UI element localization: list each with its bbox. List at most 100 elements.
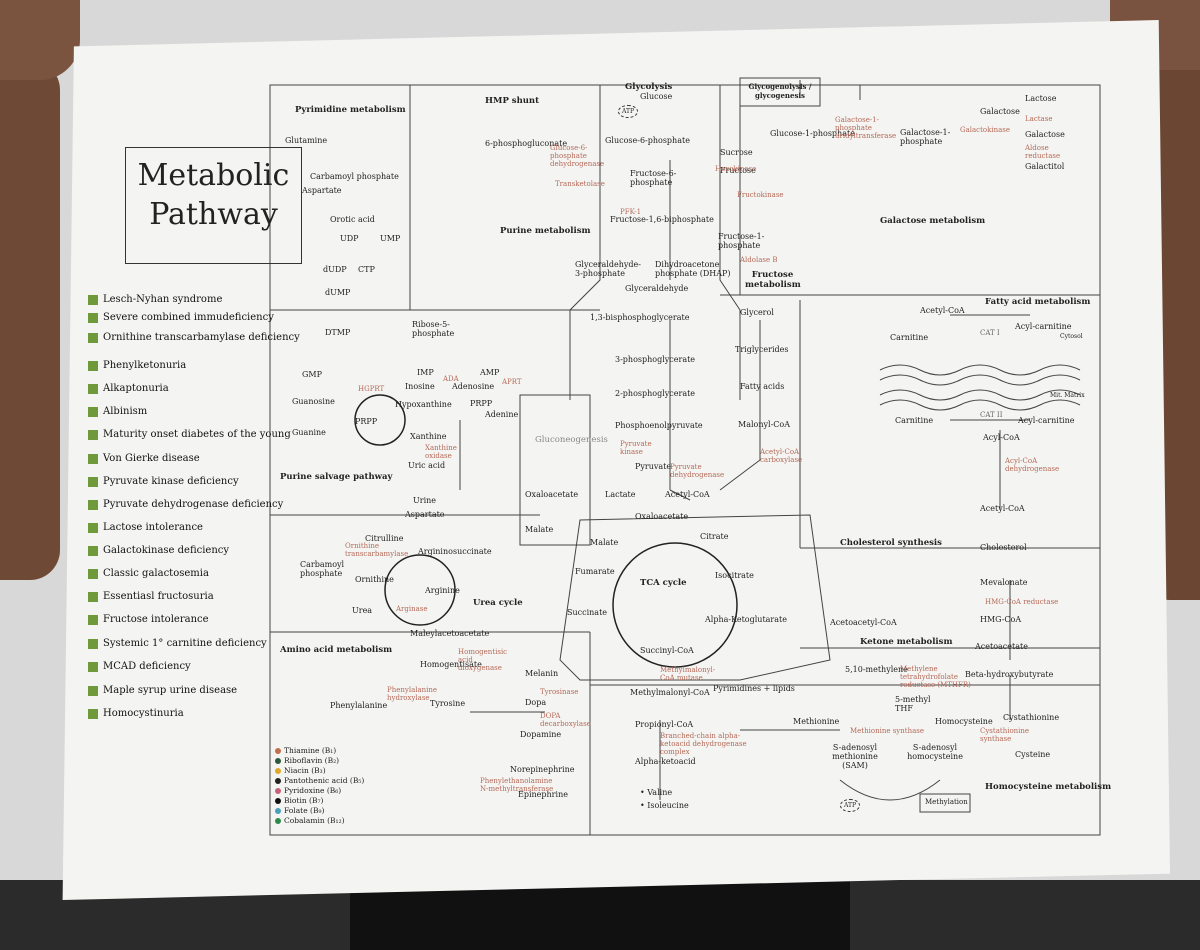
- met-tyrosine: Tyrosine: [430, 699, 466, 708]
- met-acetoacetate: Acetoacetate: [975, 642, 1028, 651]
- enz-galt: Galactose-1-phosphate uridyltransferase: [835, 116, 897, 140]
- legend-marker-icon: [88, 383, 98, 394]
- atp-icon: ATP: [618, 105, 639, 118]
- legend-item: Lesch-Nyhan syndrome: [88, 294, 222, 305]
- met-gap: Glyceraldehyde-3-phosphate: [575, 260, 641, 278]
- enz-aldose-reductase: Aldose reductase: [1025, 144, 1061, 160]
- met-uric-acid: Uric acid: [408, 461, 446, 470]
- region-purine: Purine metabolism: [500, 226, 591, 236]
- met-sam: S-adenosyl methionine (SAM): [832, 743, 878, 770]
- met-13bpg: 1,3-bisphosphoglycerate: [590, 313, 690, 322]
- legend-item: Pyruvate kinase deficiency: [88, 476, 239, 487]
- met-fumarate: Fumarate: [575, 567, 615, 576]
- enz-bckdh: Branched-chain alpha-ketoacid dehydrogen…: [660, 732, 747, 756]
- met-pyruvate: Pyruvate: [635, 462, 672, 471]
- legend-marker-icon: [88, 591, 98, 602]
- met-inosine: Inosine: [405, 382, 435, 391]
- legend-item: Maple syrup urine disease: [88, 685, 237, 696]
- enz-dopa-decarboxylase: DOPA decarboxylase: [540, 712, 591, 728]
- legend-item: Pyruvate dehydrogenase deficiency: [88, 499, 283, 510]
- met-g6p: Glucose-6-phosphate: [605, 136, 690, 145]
- met-citrate: Citrate: [700, 532, 729, 541]
- met-dudp: dUDP: [323, 265, 347, 274]
- met-lactate: Lactate: [605, 490, 636, 499]
- vitamin-item: Pantothenic acid (B₅): [275, 776, 364, 785]
- met-ornithine: Ornithine: [355, 575, 394, 584]
- legend-marker-icon: [88, 522, 98, 533]
- vitamin-dot-icon: [275, 788, 281, 794]
- met-3pg: 3-phosphoglycerate: [615, 355, 696, 364]
- legend-marker-icon: [88, 360, 98, 371]
- vitamin-dot-icon: [275, 818, 281, 824]
- enz-mthfr: Methylene tetrahydrofolate reductase (MT…: [900, 665, 971, 689]
- met-urine: Urine: [413, 496, 437, 505]
- met-dopa: Dopa: [525, 698, 547, 707]
- vitamin-dot-icon: [275, 748, 281, 754]
- enz-otc: Ornithine transcarbamylase: [345, 542, 409, 558]
- region-amino-acid: Amino acid metabolism: [280, 645, 393, 655]
- legend-marker-icon: [88, 661, 98, 672]
- region-homocysteine: Homocysteine metabolism: [985, 782, 1112, 792]
- region-ketone: Ketone metabolism: [860, 637, 953, 647]
- legend-item: Classic galactosemia: [88, 568, 209, 579]
- enz-ada: ADA: [443, 375, 459, 383]
- met-imp: IMP: [417, 368, 434, 377]
- legend-item: Maturity onset diabetes of the young: [88, 429, 291, 440]
- enz-methionine-synthase: Methionine synthase: [850, 727, 924, 735]
- enz-cat1: CAT I: [980, 329, 1000, 337]
- enz-galactokinase: Galactokinase: [960, 126, 1011, 134]
- person-legs: [350, 880, 850, 950]
- met-glyceraldehyde: Glyceraldehyde: [625, 284, 689, 293]
- region-pyrimidine: Pyrimidine metabolism: [295, 105, 406, 115]
- met-amp: AMP: [480, 368, 500, 377]
- enz-pfk: PFK-1: [620, 208, 642, 216]
- met-propionyl-coa: Propionyl-CoA: [635, 720, 694, 729]
- met-udp: UDP: [340, 234, 359, 243]
- met-adenine: Adenine: [485, 410, 519, 419]
- enz-aprt: APRT: [502, 378, 522, 386]
- met-fructose: Fructose: [720, 166, 756, 175]
- met-cysteine: Cysteine: [1015, 750, 1051, 759]
- met-homogentisate: Homogentisate: [420, 660, 482, 669]
- enz-acyl-coa-dh: Acyl-CoA dehydrogenase: [1005, 457, 1060, 473]
- legend-item: Essentiasl fructosuria: [88, 591, 214, 602]
- met-f16bp: Fructose-1,6-biphosphate: [610, 215, 714, 224]
- met-homocysteine: Homocysteine: [935, 717, 993, 726]
- met-dhap: Dihydroacetone phosphate (DHAP): [655, 260, 731, 278]
- vitamin-item: Folate (B₉): [275, 806, 324, 815]
- region-fatty-acid: Fatty acid metabolism: [985, 297, 1091, 307]
- met-fatty-acids: Fatty acids: [740, 382, 785, 391]
- vitamin-item: Niacin (B₃): [275, 766, 326, 775]
- legend-marker-icon: [88, 476, 98, 487]
- met-methylene-thf: 5,10-methylene: [845, 665, 908, 674]
- met-alpha-ketoacid: Alpha-ketoacid: [635, 757, 696, 766]
- enz-pnmt: Phenylethanolamine N-methyltransferase: [480, 777, 554, 793]
- met-ctp: CTP: [358, 265, 375, 274]
- met-ribose5p: Ribose-5-phosphate: [412, 320, 455, 338]
- met-oxaloacetate: Oxaloacetate: [635, 512, 689, 521]
- met-carbamoyl-p-pyr: Carbamoyl phosphate: [310, 172, 399, 181]
- vitamin-dot-icon: [275, 798, 281, 804]
- enz-pdh: Pyruvate dehydrogenase: [670, 463, 725, 479]
- met-methylmalonyl-coa: Methylmalonyl-CoA: [630, 688, 710, 697]
- enz-acc: Acetyl-CoA carboxylase: [760, 448, 803, 464]
- vitamin-dot-icon: [275, 768, 281, 774]
- legend-item: Severe combined immudeficiency: [88, 312, 274, 323]
- met-phenylalanine: Phenylalanine: [330, 701, 388, 710]
- met-methyl-thf: 5-methyl THF: [895, 695, 931, 713]
- met-f6p: Fructose-6-phosphate: [630, 169, 677, 187]
- region-urea: Urea cycle: [473, 598, 523, 608]
- met-acetyl-coa: Acetyl-CoA: [665, 490, 710, 499]
- enz-pah: Phenylalanine hydroxylase: [387, 686, 438, 702]
- met-acyl-carnitine: Acyl-carnitine: [1015, 322, 1072, 331]
- pathway-diagram-lines: [269, 77, 1101, 836]
- legend-item: Phenylketonuria: [88, 360, 186, 371]
- legend-marker-icon: [88, 499, 98, 510]
- met-hmg-coa: HMG-CoA: [980, 615, 1022, 624]
- met-fructose-1p: Fructose-1-phosphate: [718, 232, 765, 250]
- enz-xanthine-oxidase: Xanthine oxidase: [425, 444, 457, 460]
- met-carnitine-matrix: Carnitine: [895, 416, 934, 425]
- met-adenosine: Adenosine: [452, 382, 495, 391]
- met-galactitol: Galactitol: [1025, 162, 1065, 171]
- met-dopamine: Dopamine: [520, 730, 562, 739]
